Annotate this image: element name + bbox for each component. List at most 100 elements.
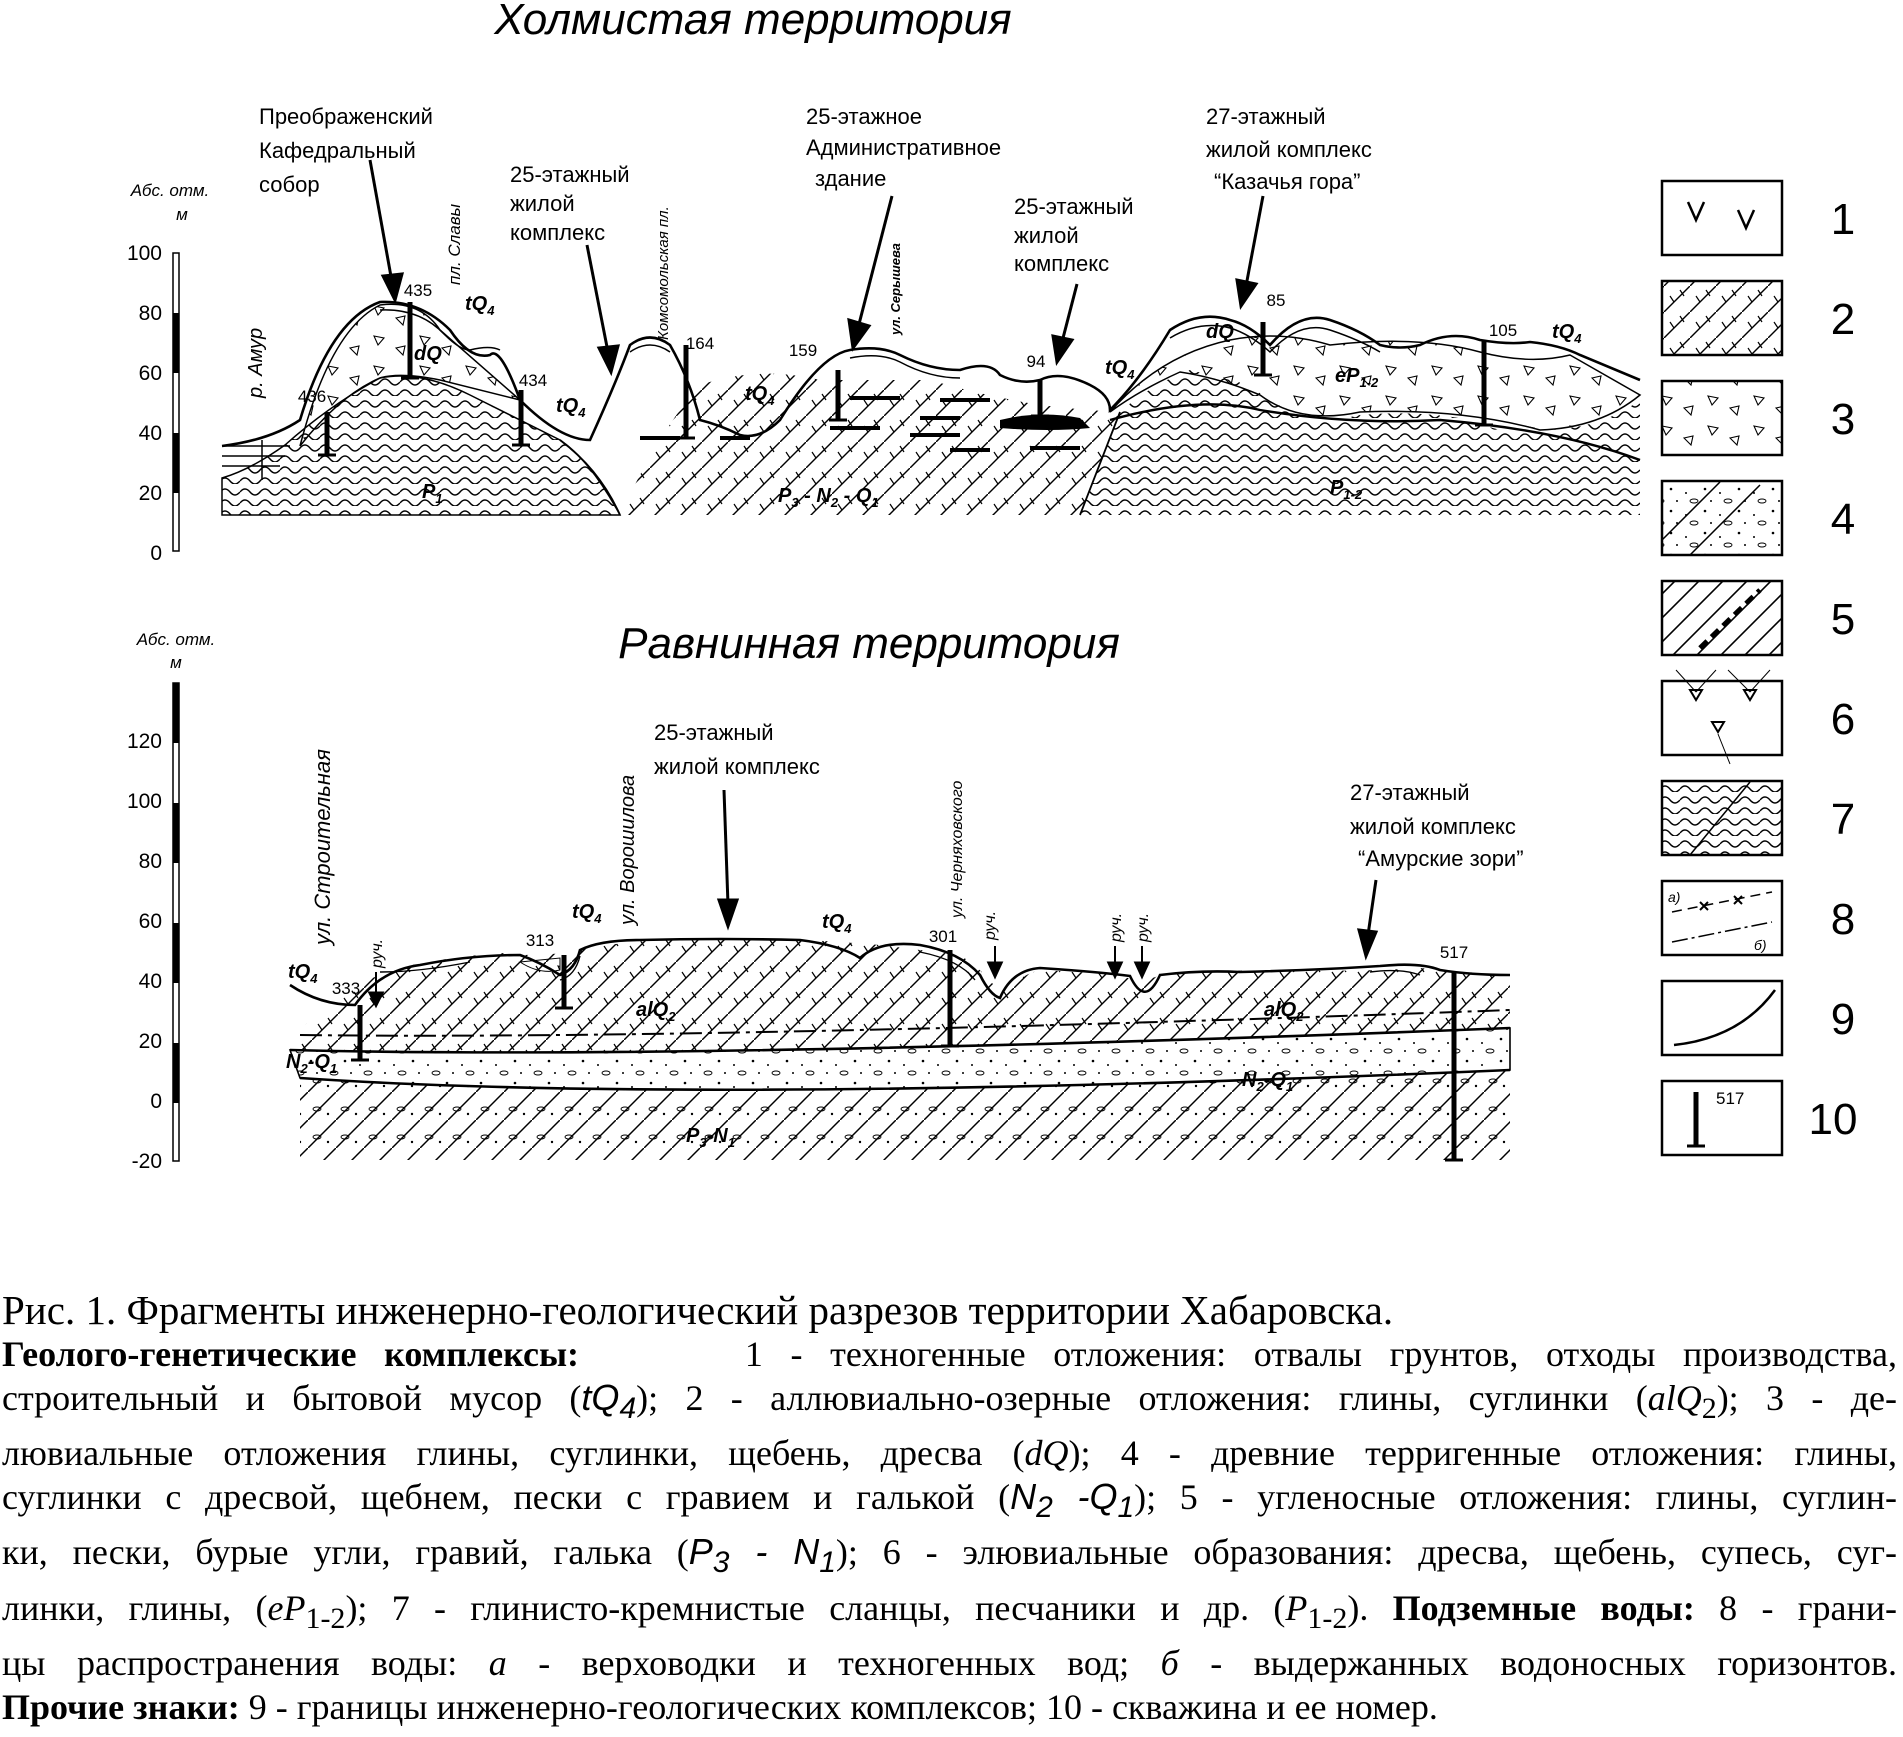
voroshilova-label: ул. Ворошилова xyxy=(617,775,639,927)
legend-swatch-7 xyxy=(1660,779,1784,857)
lower-tick-80: 80 xyxy=(139,850,162,873)
kazach-line-2: жилой комплекс xyxy=(1206,137,1372,162)
lower-alq2-1: alQ2 xyxy=(636,999,676,1024)
caption-line-3: лювиальные отложения глины, суглинки, ще… xyxy=(2,1433,1897,1474)
upper-p1: P1 xyxy=(422,481,443,506)
admin-line-1: 25-этажное xyxy=(806,104,922,129)
lower-p3n1: P3-N1 xyxy=(686,1125,735,1150)
legend: а) б) 517 1 2 3 4 5 6 7 8 9 10 xyxy=(1660,179,1858,1157)
upper-well-numbers: 436 435 434 164 159 94 85 105 xyxy=(298,281,1517,406)
upper-dq-2: dQ xyxy=(1206,321,1234,343)
kazach-line-3: “Казачья гора” xyxy=(1214,169,1361,194)
upper-ep12: eP1-2 xyxy=(1335,365,1379,390)
legend-num-2: 2 xyxy=(1831,295,1855,344)
amur-zori-line-3: “Амурские зори” xyxy=(1358,846,1524,871)
well-434: 434 xyxy=(519,371,547,390)
chernyakhovskogo-label: ул. Черняховского xyxy=(949,780,966,919)
caption-line-4: суглинки с дресвой, щебнем, пески с грав… xyxy=(2,1476,1897,1525)
legend-swatch-1 xyxy=(1660,179,1784,257)
lower-n2q1-2: N2-Q1 xyxy=(1242,1069,1293,1094)
upper-tq-2: tQ4 xyxy=(556,395,586,420)
lower-tick-120: 120 xyxy=(127,730,162,753)
upper-tick-40: 40 xyxy=(139,422,162,445)
upper-elevation-axis: Абс. отм. м 100 80 60 40 20 0 xyxy=(127,181,209,565)
caption-line-7: цы распространения воды: а - верховодки … xyxy=(2,1642,1897,1683)
legend-swatch-4 xyxy=(1660,479,1784,557)
res25a-line-1: 25-этажный xyxy=(510,162,630,187)
legend-swatch-8 xyxy=(1660,879,1784,957)
upper-axis-unit: м xyxy=(176,205,188,224)
lower-elevation-axis: Абс. отм. м 120 100 80 60 40 20 0 -20 xyxy=(127,630,215,1173)
res25b-line-3: комплекс xyxy=(1014,251,1109,276)
amur-river-label: р. Амур xyxy=(245,328,267,399)
res25b-line-1: 25-этажный xyxy=(1014,194,1134,219)
legend-num-9: 9 xyxy=(1831,995,1855,1044)
caption-line-1: Геолого-генетические комплексы: 1 - техн… xyxy=(2,1334,1898,1374)
legend-8b-label: б) xyxy=(1754,937,1767,953)
lower-tick-0: 0 xyxy=(150,1090,162,1113)
well-159: 159 xyxy=(789,341,817,360)
well-164: 164 xyxy=(686,334,714,353)
ruch-label-4: руч. xyxy=(1135,913,1152,943)
lower-tq-1: tQ4 xyxy=(288,961,318,986)
well-94: 94 xyxy=(1027,352,1046,371)
lower-pointer-arrows xyxy=(367,789,1379,1009)
upper-pointer-arrows xyxy=(261,159,1265,480)
legend-num-6: 6 xyxy=(1831,695,1855,744)
caption-line-5: ки, пески, бурые угли, гравий, галька (P… xyxy=(2,1531,1897,1580)
legend-num-7: 7 xyxy=(1831,795,1855,844)
lower-alq2-2: alQ2 xyxy=(1264,999,1304,1024)
komsomolskaya-label: Комсомольская пл. xyxy=(655,206,672,340)
lower-res25-line-2: жилой комплекс xyxy=(654,754,820,779)
serysheva-label: ул. Серышева xyxy=(888,243,903,336)
lower-axis-label: Абс. отм. xyxy=(136,630,215,649)
upper-tq-3: tQ4 xyxy=(745,383,775,408)
legend-num-10: 10 xyxy=(1809,1095,1858,1144)
lower-tq-2: tQ4 xyxy=(572,901,602,926)
lower-index-labels: tQ4 tQ4 tQ4 alQ2 alQ2 N2-Q1 N2-Q1 P3-N1 xyxy=(286,901,1304,1150)
well-85: 85 xyxy=(1267,291,1286,310)
upper-tick-60: 60 xyxy=(139,362,162,385)
cathedral-line-2: Кафедральный xyxy=(259,138,416,163)
lower-res25-line-1: 25-этажный xyxy=(654,720,774,745)
upper-section-geology xyxy=(221,300,1642,516)
legend-swatch-5 xyxy=(1660,579,1784,657)
upper-axis-label: Абс. отм. xyxy=(130,181,209,200)
amur-zori-line-1: 27-этажный xyxy=(1350,780,1470,805)
caption-line-8: Прочие знаки: 9 - границы инженерно-геол… xyxy=(2,1686,1438,1727)
caption-title: Рис. 1. Фрагменты инженерно-геологически… xyxy=(2,1287,1394,1333)
upper-tick-0: 0 xyxy=(150,542,162,565)
lower-well-numbers: 333 313 301 517 xyxy=(332,927,1468,998)
upper-tq-5: tQ4 xyxy=(1552,321,1582,346)
upper-wells xyxy=(318,302,1493,457)
ruch-label-2: руч. xyxy=(982,911,999,941)
res25a-line-3: комплекс xyxy=(510,220,605,245)
stroitelnaya-label: ул. Строительная xyxy=(310,749,335,947)
admin-line-2: Административное xyxy=(806,135,1001,160)
lower-tick-minus20: -20 xyxy=(132,1150,162,1173)
legend-swatch-9 xyxy=(1660,979,1784,1057)
ruch-label-1: руч. xyxy=(369,939,386,969)
well-105: 105 xyxy=(1489,321,1517,340)
lower-section-title: Равнинная территория xyxy=(618,619,1120,668)
upper-p12: P1-2 xyxy=(1330,477,1363,502)
lower-axis-unit: м xyxy=(170,653,182,672)
upper-tq-4: tQ4 xyxy=(1105,357,1135,382)
cathedral-line-3: собор xyxy=(259,172,320,197)
well-301: 301 xyxy=(929,927,957,946)
caption-line-2: строительный и бытовой мусор (tQ4); 2 - … xyxy=(2,1377,1897,1426)
upper-p3-n2-q1: P3 - N2 - Q1 xyxy=(778,485,879,510)
kazach-line-1: 27-этажный xyxy=(1206,104,1326,129)
upper-annotations: Преображенский Кафедральный собор 25-эта… xyxy=(259,104,1372,276)
lower-tick-20: 20 xyxy=(139,1030,162,1053)
upper-tick-80: 80 xyxy=(139,302,162,325)
legend-num-5: 5 xyxy=(1831,595,1855,644)
legend-8a-label: а) xyxy=(1668,889,1680,905)
well-435: 435 xyxy=(404,281,432,300)
upper-tick-20: 20 xyxy=(139,482,162,505)
figure-caption: Рис. 1. Фрагменты инженерно-геологически… xyxy=(2,1288,1897,1729)
lower-n2q1-1: N2-Q1 xyxy=(286,1051,337,1076)
legend-num-8: 8 xyxy=(1831,895,1855,944)
lower-annotations: 25-этажный жилой комплекс 27-этажный жил… xyxy=(654,720,1524,871)
upper-index-labels: tQ4 dQ tQ4 tQ4 tQ4 dQ tQ4 P1 P3 - N2 - Q… xyxy=(414,293,1582,510)
